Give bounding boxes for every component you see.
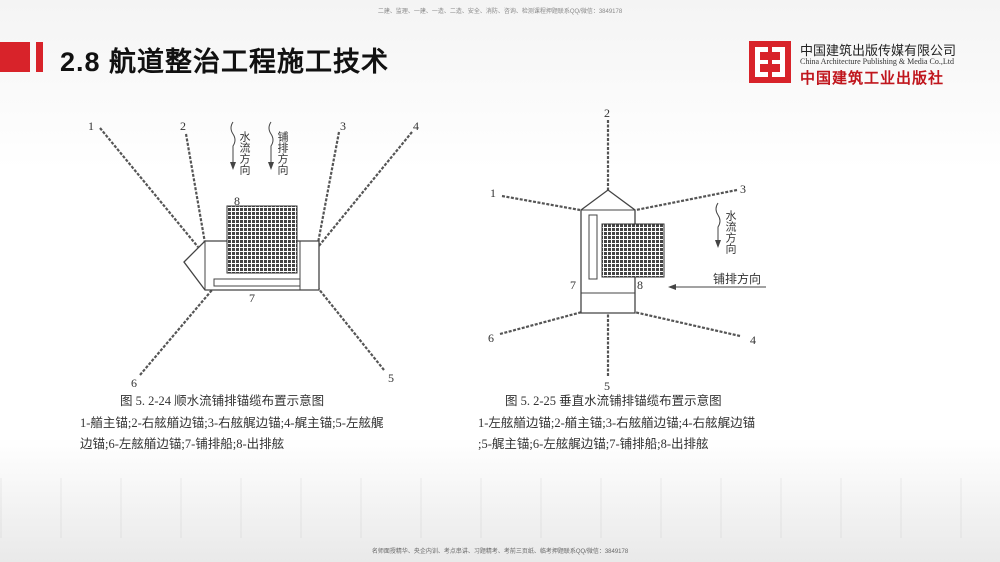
right-figure-caption-title: 图 5. 2-25 垂直水流铺排锚缆布置示意图 <box>505 394 722 408</box>
left-figure-caption-line2: 边锚;6-左舷艏边锚;7-铺排船;8-出排舷 <box>80 437 285 451</box>
left-label-4: 4 <box>413 119 419 133</box>
top-contact-note: 二建、监理、一建、一造、二造、安全、消防、咨询、检测课程押题联系QQ/微信：38… <box>377 9 623 15</box>
right-figure-caption-line1: 1-左舷艏边锚;2-艏主锚;3-右舷艏边锚;4-右舷艉边锚 <box>478 416 756 430</box>
right-label-6: 6 <box>488 331 494 345</box>
right-label-5: 5 <box>604 379 610 393</box>
right-label-4: 4 <box>750 333 756 347</box>
publisher-logo <box>749 41 791 83</box>
left-lay-arrow <box>268 121 274 168</box>
left-label-5: 5 <box>388 371 394 385</box>
right-label-1: 1 <box>490 186 496 200</box>
figure-left-drawing <box>99 121 413 376</box>
right-flow-arrow <box>715 202 721 246</box>
left-flow-text: 水流方向 <box>238 131 251 175</box>
floor-decoration <box>0 478 1000 538</box>
right-lay-text: 铺排方向 <box>713 271 761 286</box>
accent-bar <box>0 42 30 72</box>
publisher-name-cn-calligraphy: 中国建筑工业出版社 <box>800 71 945 87</box>
left-laying-board <box>213 278 301 287</box>
left-figure-caption-line1: 1-艏主锚;2-右舷艏边锚;3-右舷艉边锚;4-艉主锚;5-左舷艉 <box>80 416 384 430</box>
right-figure-caption-line2: ;5-艉主锚;6-左舷艉边锚;7-铺排船;8-出排舷 <box>478 437 709 451</box>
left-flow-arrow <box>230 121 236 168</box>
left-label-8: 8 <box>234 194 240 208</box>
right-flow-text: 水流方向 <box>724 210 737 254</box>
publisher-name-en: China Architecture Publishing & Media Co… <box>800 57 954 66</box>
left-anchor-cables <box>99 127 413 376</box>
figure-right-drawing <box>499 120 766 376</box>
right-label-2: 2 <box>604 106 610 120</box>
left-mattress-grid <box>226 205 298 274</box>
right-mattress-grid <box>601 223 665 278</box>
right-laying-board <box>588 214 598 280</box>
left-label-6: 6 <box>131 376 137 390</box>
right-label-7: 7 <box>570 278 576 292</box>
right-label-8: 8 <box>637 278 643 292</box>
left-label-1: 1 <box>88 119 94 133</box>
left-label-3: 3 <box>340 119 346 133</box>
left-figure-caption-title: 图 5. 2-24 顺水流铺排锚缆布置示意图 <box>120 394 325 408</box>
accent-bar-thin <box>36 42 43 72</box>
right-label-3: 3 <box>740 182 746 196</box>
page-title: 2.8 航道整治工程施工技术 <box>60 47 390 77</box>
publisher-name-cn: 中国建筑出版传媒有限公司 <box>800 43 957 58</box>
left-label-7: 7 <box>249 291 255 305</box>
left-label-2: 2 <box>180 119 186 133</box>
left-lay-text: 铺排方向 <box>276 131 289 175</box>
bottom-contact-note: 名师面授精华、央企内训、考点串讲、习题精考、考前三页纸、临考押题联系QQ/微信：… <box>371 549 629 555</box>
right-anchor-cables <box>499 120 741 376</box>
